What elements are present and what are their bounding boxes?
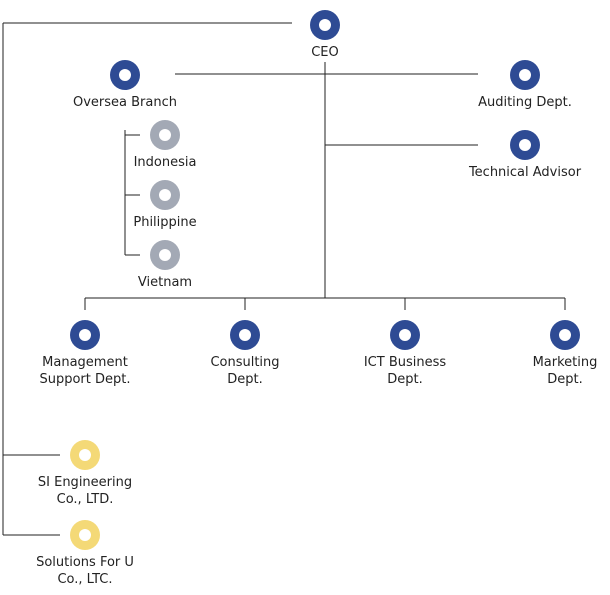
node-label: Auditing Dept.	[478, 95, 572, 110]
node-auditing: Auditing Dept.	[478, 60, 572, 110]
node-label: Management	[42, 355, 128, 370]
node-vietnam: Vietnam	[138, 240, 192, 290]
node-label: Consulting	[210, 355, 279, 370]
node-label: ICT Business	[364, 355, 447, 370]
node-label: Dept.	[547, 372, 583, 387]
node-marker-center	[159, 189, 171, 201]
node-label: Philippine	[133, 215, 196, 230]
node-label: Solutions For U	[36, 555, 134, 570]
node-ceo: CEO	[310, 10, 340, 60]
node-solutions: Solutions For U Co., LTC.	[36, 520, 134, 587]
node-label: Support Dept.	[39, 372, 130, 387]
node-label: Marketing	[533, 355, 598, 370]
node-label: Co., LTC.	[57, 572, 112, 587]
node-oversea: Oversea Branch	[73, 60, 177, 110]
node-label: Indonesia	[134, 155, 197, 170]
node-label: Dept.	[387, 372, 423, 387]
node-label: CEO	[311, 45, 339, 60]
node-marker-center	[159, 249, 171, 261]
node-label: Dept.	[227, 372, 263, 387]
node-marker-center	[79, 449, 91, 461]
node-marker-center	[559, 329, 571, 341]
node-marker-center	[319, 19, 331, 31]
node-marker-center	[79, 529, 91, 541]
node-marker-center	[79, 329, 91, 341]
node-marker-center	[119, 69, 131, 81]
node-marker-center	[519, 69, 531, 81]
node-label: SI Engineering	[38, 475, 132, 490]
node-label: Oversea Branch	[73, 95, 177, 110]
node-label: Vietnam	[138, 275, 192, 290]
node-label: Co., LTD.	[57, 492, 114, 507]
node-marker-center	[239, 329, 251, 341]
node-indonesia: Indonesia	[134, 120, 197, 170]
node-marker-center	[519, 139, 531, 151]
node-philippine: Philippine	[133, 180, 197, 230]
node-marker-center	[159, 129, 171, 141]
node-label: Technical Advisor	[468, 165, 582, 180]
node-technical: Technical Advisor	[468, 130, 582, 180]
node-marker-center	[399, 329, 411, 341]
